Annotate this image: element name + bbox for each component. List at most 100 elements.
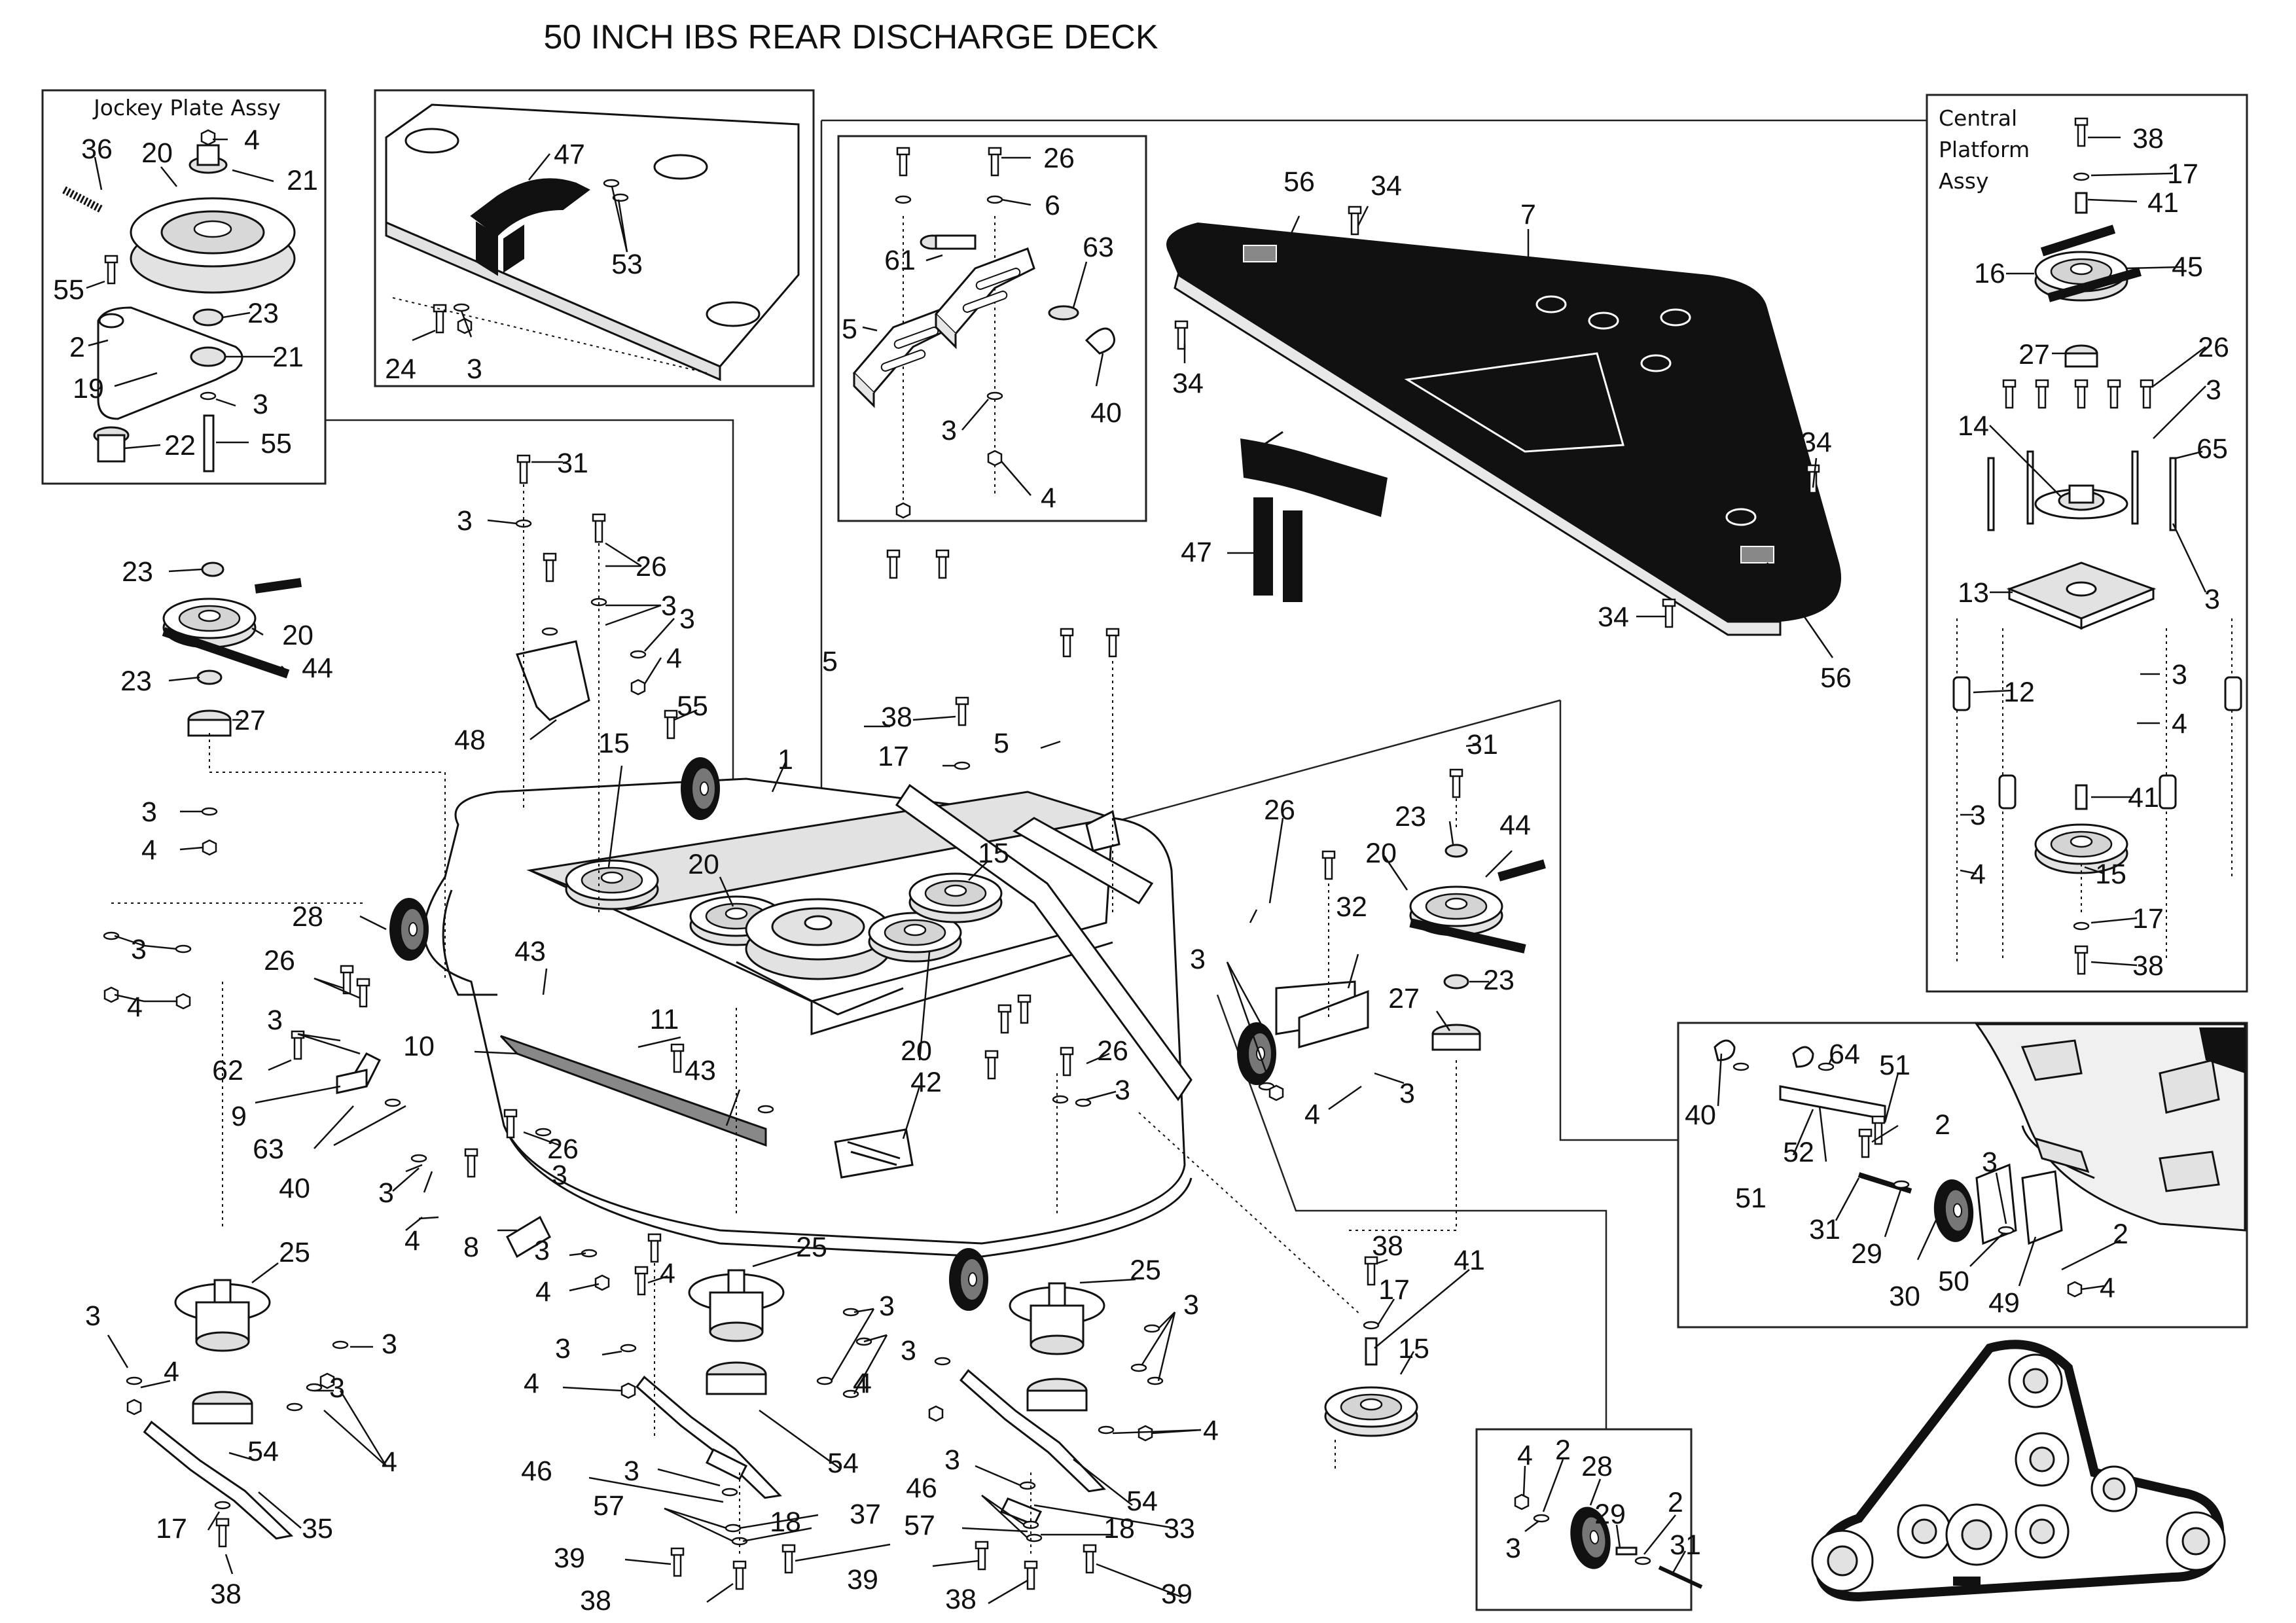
part-label-pl-34d: 34	[1598, 601, 1629, 633]
part-label-m-20c: 20	[901, 1035, 932, 1067]
part-label-m-23b: 23	[120, 666, 152, 697]
inset-bracket	[837, 135, 1147, 522]
part-label-b-3e: 3	[555, 1333, 571, 1364]
inset-kit	[1677, 1022, 2248, 1329]
part-label-b-37: 37	[850, 1499, 881, 1530]
part-label-cp-27: 27	[2018, 339, 2050, 370]
part-label-i-15: 15	[1398, 1333, 1429, 1364]
part-label-b-35: 35	[302, 1513, 333, 1544]
part-label-m-5a: 5	[822, 646, 838, 677]
part-label-b-4a: 4	[164, 1356, 179, 1387]
part-label-br-5: 5	[842, 313, 857, 345]
left-spindle	[124, 1279, 313, 1548]
part-label-m-5b: 5	[994, 728, 1009, 759]
right-idler-stack	[1298, 768, 1546, 1051]
central-title-2: Platform	[1939, 137, 2030, 162]
part-label-b-39b: 39	[847, 1564, 878, 1596]
part-label-m-17: 17	[878, 741, 909, 772]
part-label-cp-14: 14	[1958, 410, 1989, 442]
part-label-cp-38a: 38	[2132, 123, 2164, 154]
main-deck	[336, 640, 1356, 1311]
central-title-3: Assy	[1939, 168, 1989, 194]
part-label-cp-3d: 3	[1970, 800, 1986, 831]
part-label-br-26: 26	[1043, 143, 1075, 174]
part-label-r-26: 26	[1264, 794, 1295, 826]
part-label-b-18b: 18	[1103, 1513, 1135, 1544]
part-label-m-3h: 3	[552, 1160, 567, 1191]
spare-idler	[1324, 1256, 1418, 1437]
part-label-k-2b: 2	[2113, 1219, 2128, 1250]
jockey-title: Jockey Plate Assy	[92, 95, 281, 120]
part-label-m-20b: 20	[688, 849, 719, 880]
part-label-m-26d: 26	[547, 1133, 579, 1165]
part-label-pl-34b: 34	[1172, 368, 1204, 399]
inset-top-plate	[374, 89, 815, 387]
part-label-m-48: 48	[454, 724, 486, 756]
part-label-cp-15: 15	[2095, 859, 2126, 890]
part-label-jk-21b: 21	[272, 342, 304, 373]
part-label-w-3: 3	[1505, 1533, 1521, 1564]
part-label-jk-3: 3	[253, 389, 268, 420]
callout-connectors	[326, 119, 1927, 1429]
part-label-m-1: 1	[778, 744, 793, 776]
part-label-b-3c: 3	[329, 1372, 345, 1404]
part-label-br-4: 4	[1041, 482, 1056, 514]
part-label-jk-55a: 55	[53, 274, 84, 306]
part-label-pl-47: 47	[1181, 537, 1212, 568]
part-label-m-23a: 23	[122, 556, 153, 588]
part-label-k-49: 49	[1988, 1287, 2020, 1319]
part-label-m-3b: 3	[661, 590, 677, 622]
part-label-m-42: 42	[910, 1067, 942, 1098]
part-label-m-26a: 26	[636, 551, 667, 582]
part-label-m-4d: 4	[404, 1225, 420, 1257]
part-label-b-38b: 38	[580, 1585, 611, 1616]
part-label-b-57b: 57	[904, 1510, 935, 1541]
part-label-k-51a: 51	[1879, 1050, 1910, 1081]
part-label-m-9: 9	[231, 1101, 247, 1132]
part-label-k-64: 64	[1829, 1039, 1860, 1070]
part-label-m-55: 55	[677, 690, 708, 722]
part-label-m-3i: 3	[534, 1235, 550, 1266]
part-label-b-3f: 3	[624, 1455, 639, 1487]
part-label-jk-21a: 21	[287, 165, 318, 196]
leader-lines	[86, 136, 2207, 1605]
part-label-k-29: 29	[1851, 1238, 1882, 1270]
part-label-b-18a: 18	[770, 1507, 801, 1538]
part-label-m-4a: 4	[666, 643, 682, 674]
part-label-b-38c: 38	[945, 1584, 977, 1615]
part-label-w-2b: 2	[1668, 1487, 1683, 1518]
part-label-m-43b: 43	[685, 1055, 716, 1086]
part-label-b-46b: 46	[906, 1472, 937, 1504]
part-label-jk-22: 22	[164, 430, 196, 461]
part-label-cp-4b: 4	[1970, 859, 1986, 890]
part-label-m-62: 62	[212, 1055, 243, 1086]
central-title-1: Central	[1939, 105, 2017, 131]
part-label-r-31: 31	[1467, 729, 1498, 760]
part-label-m-11: 11	[650, 1004, 679, 1035]
part-label-tp-3: 3	[467, 353, 482, 385]
part-label-r-32: 32	[1336, 891, 1367, 923]
part-label-b-3h: 3	[901, 1335, 916, 1366]
part-label-b-3i: 3	[944, 1444, 960, 1476]
dashed-guides	[111, 484, 1457, 1558]
inset-wheel	[1475, 1428, 1703, 1611]
part-label-m-26c: 26	[1097, 1035, 1128, 1067]
part-label-b-25a: 25	[279, 1237, 310, 1268]
part-label-r-4: 4	[1304, 1099, 1320, 1130]
part-label-cp-3c: 3	[2172, 659, 2187, 690]
part-label-m-63: 63	[253, 1133, 284, 1165]
part-label-m-4e: 4	[535, 1276, 551, 1308]
diagram-title: 50 INCH IBS REAR DISCHARGE DECK	[543, 18, 1158, 56]
part-label-cp-13: 13	[1958, 577, 1989, 609]
part-label-m-3d: 3	[141, 796, 157, 828]
part-label-cp-41b: 41	[2128, 782, 2159, 813]
belt-routing	[1811, 1340, 2226, 1602]
part-label-br-3: 3	[941, 415, 957, 446]
part-label-i-41: 41	[1454, 1245, 1485, 1276]
part-label-m-28: 28	[292, 901, 323, 933]
part-label-cp-4a: 4	[2172, 708, 2187, 740]
part-label-cp-3b: 3	[2204, 584, 2220, 615]
part-label-cp-17a: 17	[2167, 158, 2198, 190]
